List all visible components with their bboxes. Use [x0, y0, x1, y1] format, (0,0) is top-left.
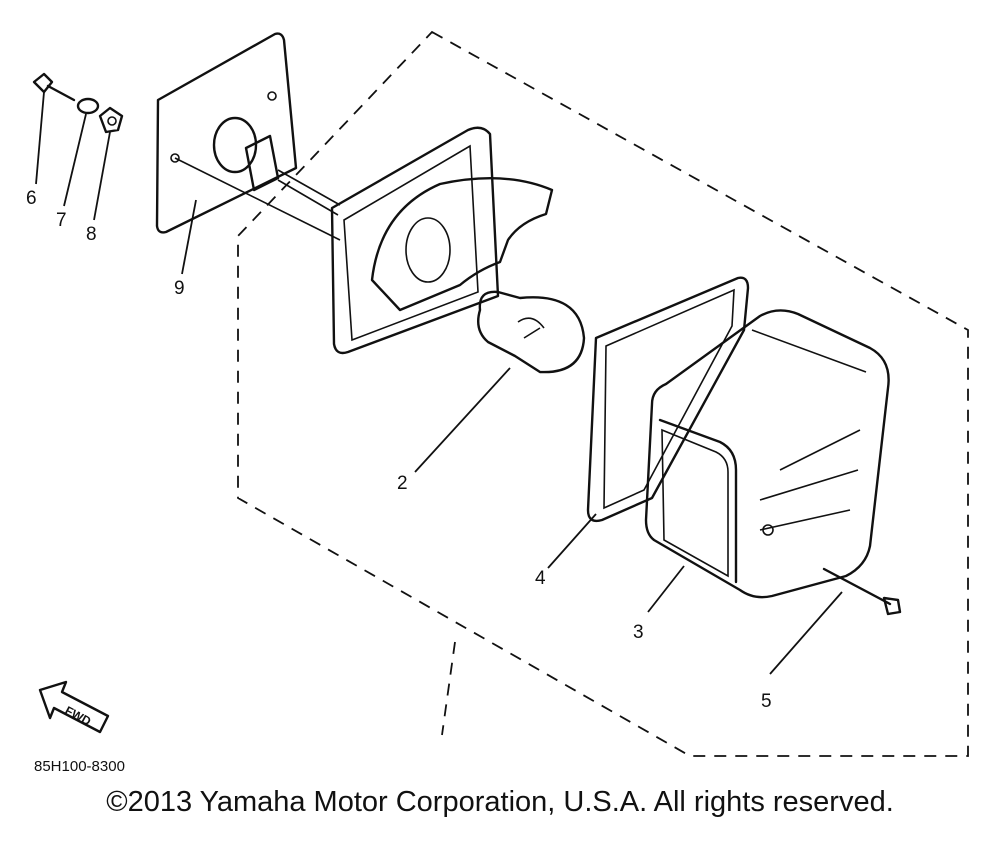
- washer-7: [76, 97, 100, 115]
- part-label-5: 5: [761, 691, 772, 712]
- callout-line-5: [769, 591, 843, 675]
- callout-line-9: [181, 199, 197, 275]
- callout-line-8: [93, 131, 111, 221]
- callout-line-6: [35, 91, 45, 185]
- callout-line-2: [414, 367, 511, 473]
- nut-8: [98, 106, 124, 134]
- callout-line-4: [547, 513, 597, 569]
- exploded-parts-diagram: 2 3 4 5 6 7 8 9 FWD 85H100-8300: [26, 30, 969, 775]
- bolt-6: [32, 72, 76, 102]
- wire-connector: [244, 134, 341, 216]
- part-label-2: 2: [397, 473, 408, 494]
- screw-5: [822, 567, 902, 616]
- drawing-code: 85H100-8300: [34, 758, 125, 775]
- gasket: [586, 276, 750, 523]
- bulb: [477, 290, 586, 374]
- outline-leader-line: [441, 641, 456, 736]
- part-label-6: 6: [26, 188, 37, 209]
- lamp-housing: [330, 126, 554, 355]
- copyright-notice: ©2013 Yamaha Motor Corporation, U.S.A. A…: [106, 786, 894, 818]
- lens: [644, 309, 890, 599]
- forward-arrow-icon: FWD: [38, 680, 110, 734]
- part-label-9: 9: [174, 278, 185, 299]
- part-label-3: 3: [633, 622, 644, 643]
- part-label-4: 4: [535, 568, 546, 589]
- assembly-dashed-outline: [237, 30, 969, 757]
- callout-line-7: [63, 113, 87, 207]
- part-label-7: 7: [56, 210, 67, 231]
- mounting-bracket: [155, 32, 341, 241]
- part-label-8: 8: [86, 224, 97, 245]
- callout-line-3: [647, 565, 685, 613]
